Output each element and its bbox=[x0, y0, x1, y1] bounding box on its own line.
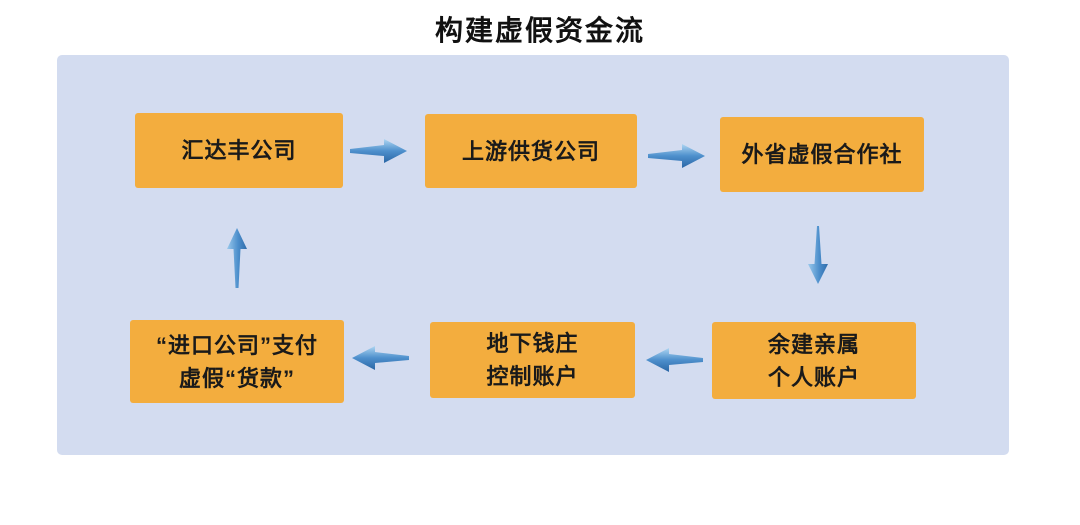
arrow-left-icon bbox=[352, 346, 409, 370]
diagram-title: 构建虚假资金流 bbox=[434, 15, 645, 46]
node-label-line: 控制账户 bbox=[486, 364, 579, 389]
node-relatives-personal-account: 余建亲属 个人账户 bbox=[712, 322, 916, 399]
node-label-line: 余建亲属 bbox=[767, 331, 860, 357]
node-label-line: 虚假“货款” bbox=[178, 365, 295, 391]
node-fake-cooperative: 外省虚假合作社 bbox=[720, 117, 924, 192]
node-underground-bank-account: 地下钱庄 控制账户 bbox=[430, 322, 635, 398]
node-upstream-supplier: 上游供货公司 bbox=[425, 114, 637, 188]
node-label-line: “进口公司”支付 bbox=[155, 332, 318, 358]
node-label-line: 上游供货公司 bbox=[461, 138, 600, 164]
node-huidafeng-company: 汇达丰公司 bbox=[135, 113, 343, 188]
arrow-down-icon bbox=[808, 226, 828, 284]
node-import-company-payment: “进口公司”支付 虚假“货款” bbox=[130, 320, 344, 403]
node-label-line: 个人账户 bbox=[767, 364, 860, 390]
arrow-up-icon bbox=[227, 228, 247, 288]
arrow-right-icon bbox=[648, 144, 705, 168]
arrow-right-icon bbox=[350, 139, 407, 163]
node-label-line: 外省虚假合作社 bbox=[741, 142, 903, 167]
node-label-line: 地下钱庄 bbox=[486, 331, 579, 356]
node-label-line: 汇达丰公司 bbox=[181, 138, 297, 163]
arrow-left-icon bbox=[646, 348, 703, 372]
